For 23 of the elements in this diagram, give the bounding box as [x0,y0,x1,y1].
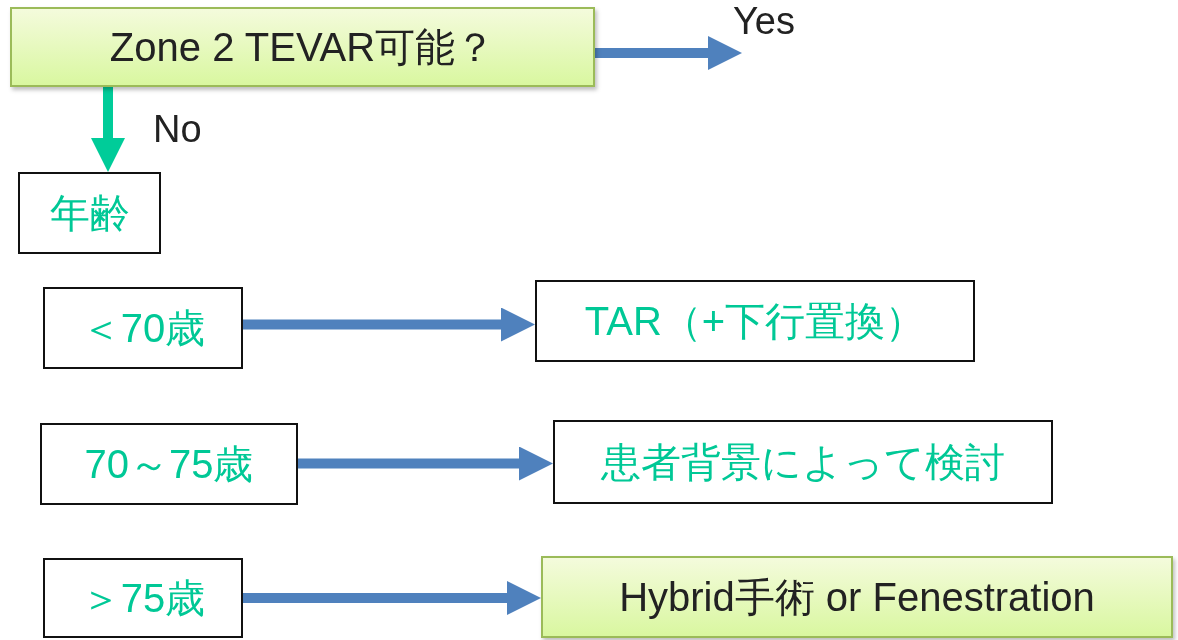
process-box [10,7,595,87]
node-text: Hybrid手術 or Fenestration [619,573,1095,621]
process-box [43,287,243,369]
arrow [243,307,535,342]
process-box [535,280,975,362]
arrow [91,87,125,172]
node-text: 70～75歳 [84,440,254,488]
node-text: ＞75歳 [80,574,206,622]
node-text: 患者背景によって検討 [601,438,1005,486]
process-box [40,423,298,505]
node-text: ＜70歳 [80,304,206,352]
node-text: TAR（+下行置換） [584,297,926,345]
process-box [541,556,1173,638]
process-box [553,420,1053,504]
node-text: 年齢 [49,189,130,237]
edge-label: No [153,110,202,148]
node-text: Zone 2 TEVAR可能？ [109,23,496,71]
arrow [298,446,553,481]
arrow [243,581,541,615]
edge-label: Yes [733,2,795,40]
process-box [18,172,161,254]
arrow [595,36,742,70]
process-box [43,558,243,638]
